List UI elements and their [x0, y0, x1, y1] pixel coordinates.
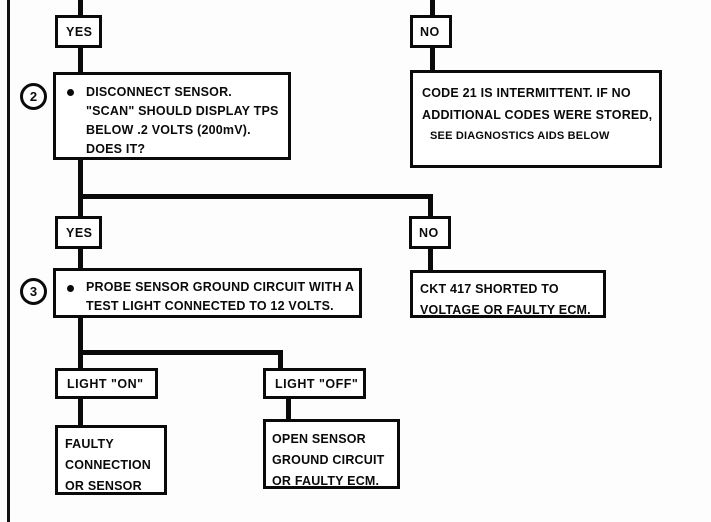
outcome-open-sensor-line-3: OR FAULTY ECM.	[272, 474, 380, 488]
connector-tier3-bus-left-drop	[78, 350, 83, 370]
decision-label-light-off-text: LIGHT "OFF"	[275, 376, 359, 391]
step-2-line-3: BELOW .2 VOLTS (200mV).	[86, 123, 251, 137]
decision-label-no-mid-text: NO	[419, 225, 439, 240]
outcome-ckt-417-box	[410, 270, 606, 318]
step-2-bullet-icon	[67, 89, 74, 96]
step-number-2-text: 2	[29, 89, 38, 104]
step-number-3-text: 3	[29, 284, 38, 299]
step-3-text: PROBE SENSOR GROUND CIRCUIT WITH A TEST …	[86, 278, 358, 316]
step-number-2: 2	[20, 83, 47, 110]
decision-label-yes-mid-text: YES	[66, 225, 93, 240]
step-2-line-2: "SCAN" SHOULD DISPLAY TPS	[86, 104, 279, 118]
decision-label-light-on-text: LIGHT "ON"	[67, 376, 144, 391]
outcome-code-21-line-2: ADDITIONAL CODES WERE STORED,	[422, 108, 653, 122]
decision-label-no-top[interactable]: NO	[410, 15, 452, 48]
step-3-bullet-icon	[67, 285, 74, 292]
connector-step2-down	[78, 158, 83, 200]
connector-tier3-bus	[78, 350, 283, 355]
connector-tier2-bus	[78, 194, 433, 199]
step-3-box	[53, 268, 362, 318]
step-2-box	[53, 72, 291, 160]
decision-label-light-on[interactable]: LIGHT "ON"	[55, 368, 158, 399]
outcome-faulty-connection-text: FAULTY CONNECTION OR SENSOR	[65, 434, 165, 497]
decision-label-no-top-text: NO	[420, 24, 440, 39]
outcome-code-21-line-1: CODE 21 IS INTERMITTENT. IF NO	[422, 86, 631, 100]
outcome-faulty-connection-box	[55, 425, 167, 495]
connector-yes-mid-to-step3	[78, 247, 83, 271]
step-2-text: DISCONNECT SENSOR. "SCAN" SHOULD DISPLAY…	[86, 83, 286, 159]
outcome-ckt-417-line-1: CKT 417 SHORTED TO	[420, 282, 559, 296]
decision-label-no-mid[interactable]: NO	[409, 216, 451, 249]
connector-no-mid-to-ckt417	[428, 247, 433, 271]
outcome-open-sensor-line-2: GROUND CIRCUIT	[272, 453, 385, 467]
decision-label-yes-top-text: YES	[66, 24, 93, 39]
connector-into-yes-top	[78, 0, 83, 17]
step-3-line-2: TEST LIGHT CONNECTED TO 12 VOLTS.	[86, 299, 334, 313]
connector-into-no-top	[430, 0, 435, 17]
step-2-line-1: DISCONNECT SENSOR.	[86, 85, 232, 99]
connector-tier2-bus-right-drop	[428, 194, 433, 218]
connector-tier3-bus-right-drop	[278, 350, 283, 370]
connector-light-off-to-outcome	[286, 397, 291, 421]
page-left-edge-rule	[7, 0, 10, 522]
decision-label-yes-mid[interactable]: YES	[55, 216, 102, 249]
connector-yes-top-to-step2	[78, 46, 83, 74]
outcome-ckt-417-text: CKT 417 SHORTED TO VOLTAGE OR FAULTY ECM…	[420, 279, 604, 321]
decision-label-yes-top[interactable]: YES	[55, 15, 102, 48]
decision-label-light-off[interactable]: LIGHT "OFF"	[263, 368, 366, 399]
connector-light-on-to-outcome	[78, 397, 83, 427]
step-2-line-4: DOES IT?	[86, 142, 146, 156]
outcome-faulty-connection-line-2: CONNECTION	[65, 458, 152, 472]
connector-no-top-to-code21	[430, 46, 435, 72]
outcome-open-sensor-line-1: OPEN SENSOR	[272, 432, 366, 446]
connector-tier2-bus-left-drop	[78, 194, 83, 218]
outcome-code-21-subline: SEE DIAGNOSTICS AIDS BELOW	[430, 130, 610, 142]
outcome-faulty-connection-line-1: FAULTY	[65, 437, 114, 451]
step-3-line-1: PROBE SENSOR GROUND CIRCUIT WITH A	[86, 280, 355, 294]
outcome-faulty-connection-line-3: OR SENSOR	[65, 479, 142, 493]
step-number-3: 3	[20, 278, 47, 305]
outcome-open-sensor-text: OPEN SENSOR GROUND CIRCUIT OR FAULTY ECM…	[272, 429, 398, 492]
outcome-code-21-text: CODE 21 IS INTERMITTENT. IF NO ADDITIONA…	[422, 82, 658, 146]
connector-step3-down	[78, 316, 83, 356]
outcome-ckt-417-line-2: VOLTAGE OR FAULTY ECM.	[420, 303, 591, 317]
outcome-open-sensor-box	[263, 419, 400, 489]
outcome-code-21-box	[410, 70, 662, 168]
